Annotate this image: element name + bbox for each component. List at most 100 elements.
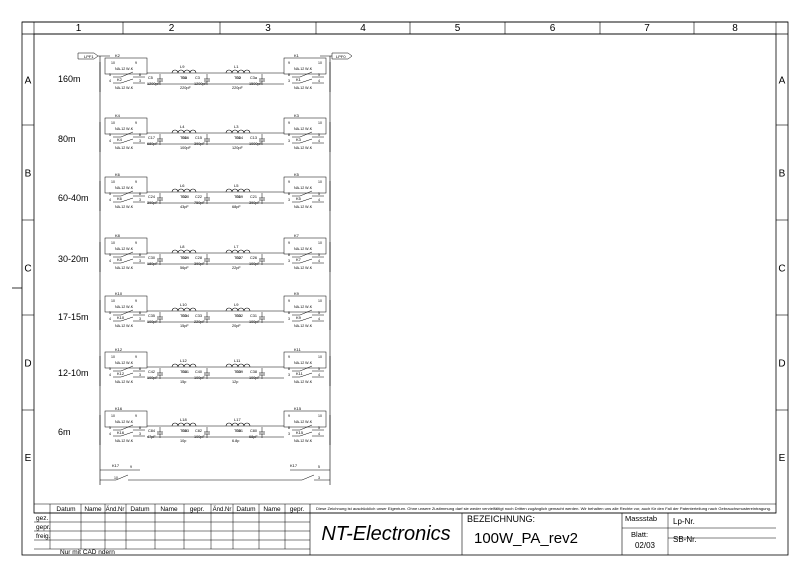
capacitor-designator: C15 xyxy=(195,136,202,140)
inductor-core: T50 xyxy=(180,313,188,318)
capacitor-value: 120pF xyxy=(232,146,243,150)
capacitor-value: 47pF xyxy=(147,435,156,439)
pin-number: 3 xyxy=(288,373,290,377)
pin-number: 5 xyxy=(318,311,320,315)
relay-type: NA-12 W-K xyxy=(294,146,313,150)
relay-designator: K2 xyxy=(117,77,123,82)
inductor-core: T50 xyxy=(234,75,242,80)
capacitor-designator: C14 xyxy=(236,136,243,140)
capacitor-designator: C20 xyxy=(182,195,189,199)
relay-designator: K6 xyxy=(117,196,123,201)
capacitor-designator: C21 xyxy=(250,195,257,199)
pin-number: 3 xyxy=(139,139,141,143)
pin-number: 9 xyxy=(288,180,290,184)
relay-type: NA-12 W-K xyxy=(115,86,134,90)
capacitor-value: 100pF xyxy=(249,376,260,380)
pin-number: 9 xyxy=(135,61,137,65)
wire xyxy=(299,431,313,437)
capacitor-designator: C24 xyxy=(148,195,155,199)
relay-type: NA-12 W-K xyxy=(294,86,313,90)
relay-designator: K15 xyxy=(294,406,302,411)
column-number-1: 1 xyxy=(76,23,82,34)
pin-number: 9 xyxy=(288,241,290,245)
wire xyxy=(120,138,134,144)
pin-number: 9 xyxy=(135,414,137,418)
inductor-designator: L6 xyxy=(180,183,185,188)
inductor-designator: L11 xyxy=(234,358,241,363)
inductor xyxy=(171,422,197,427)
relay-type: NA-12 W-K xyxy=(294,67,313,71)
row-letter-right-B: B xyxy=(779,169,786,180)
relay-coil-box xyxy=(104,117,148,135)
capacitor-designator: C17 xyxy=(148,136,155,140)
pin-number: 9 xyxy=(135,121,137,125)
relay-type: NA-12 W-K xyxy=(115,439,134,443)
pin-number: 9 xyxy=(288,355,290,359)
pin-number: 8 xyxy=(288,253,290,257)
inductor xyxy=(171,249,197,254)
pin-number: 5 xyxy=(318,133,320,137)
relay-designator: K4 xyxy=(117,137,123,142)
relay-coil-box xyxy=(283,57,327,75)
relay-designator: K15 xyxy=(296,430,304,435)
relay-designator: K10 xyxy=(115,291,123,296)
band-label: 60-40m xyxy=(58,193,89,203)
relay-designator: K17 xyxy=(112,463,120,468)
capacitor-value: 68pF xyxy=(232,205,241,209)
relay-designator: K11 xyxy=(294,347,302,352)
row-letter-left-C: C xyxy=(24,264,31,275)
inductor-designator: L17 xyxy=(234,417,241,422)
row-letter-left-A: A xyxy=(25,76,32,87)
pin-number: 5 xyxy=(109,192,111,196)
inductor-core: T50 xyxy=(234,313,242,318)
capacitor-designator: C81 xyxy=(236,429,243,433)
column-number-3: 3 xyxy=(265,23,271,34)
blatt-value: 02/03 xyxy=(635,541,656,550)
row-letter-left-B: B xyxy=(25,169,32,180)
pin-number: 3 xyxy=(139,373,141,377)
inductor-core: T50 xyxy=(234,255,242,260)
capacitor-designator: C41 xyxy=(182,370,189,374)
relay-type: NA-12 W-K xyxy=(294,420,313,424)
pin-number: 10 xyxy=(318,180,322,184)
relay-type: NA-12 W-K xyxy=(115,305,134,309)
capacitor-value: 20pF xyxy=(232,324,241,328)
capacitor-value: 390pF xyxy=(147,201,158,205)
pin-number: 3 xyxy=(288,139,290,143)
inductor-core: T50 xyxy=(180,194,188,199)
wire xyxy=(301,474,315,481)
pin-number: 10 xyxy=(318,241,322,245)
relay-designator: K8 xyxy=(117,257,123,262)
inductor xyxy=(171,307,197,312)
pin-number: 5 xyxy=(318,73,320,77)
capacitor-designator: C13 xyxy=(250,136,257,140)
wire xyxy=(299,138,313,144)
row-letter-right-E: E xyxy=(779,453,786,464)
relay-designator: K7 xyxy=(294,233,300,238)
inner-frame xyxy=(33,33,777,514)
relay-type: NA-12 W-K xyxy=(115,247,134,251)
header-datum-3: Datum xyxy=(236,506,255,513)
relay-coil-box xyxy=(104,351,148,369)
inductor-designator: L9 xyxy=(180,64,185,69)
inductor-core: T50 xyxy=(180,75,188,80)
pin-number: 8 xyxy=(139,192,141,196)
capacitor-value: 390pF xyxy=(249,201,260,205)
pin-number: 3 xyxy=(288,198,290,202)
pin-number: 5 xyxy=(318,367,320,371)
inductor-designator: L7 xyxy=(234,244,239,249)
pin-number: 8 xyxy=(139,133,141,137)
wire xyxy=(120,251,134,258)
pin-number: 3 xyxy=(139,79,141,83)
relay-type: NA-12 W-K xyxy=(115,324,134,328)
relay-designator: K3 xyxy=(296,137,302,142)
relay-designator: K1 xyxy=(296,77,302,82)
pin-number: 8 xyxy=(288,367,290,371)
column-number-6: 6 xyxy=(550,23,556,34)
inductor xyxy=(225,422,251,427)
